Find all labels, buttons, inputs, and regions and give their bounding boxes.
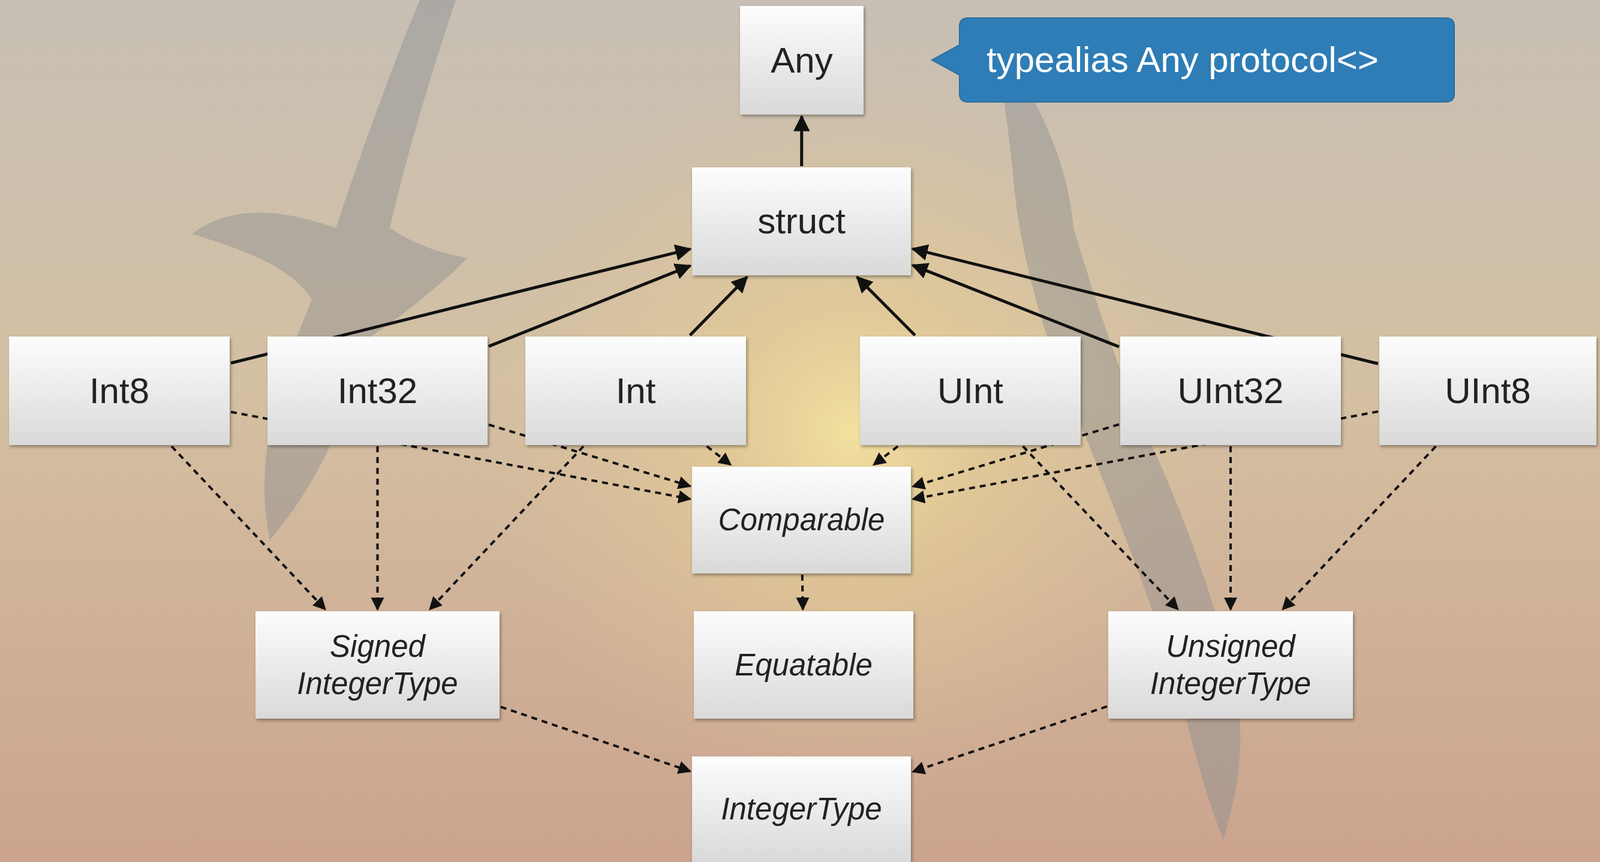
conformance-arrow: [912, 706, 1108, 772]
box-label: Unsigned IntegerType: [1108, 627, 1353, 702]
box-label: UInt: [937, 369, 1004, 413]
inheritance-arrow: [856, 277, 916, 336]
protocol-box: Equatable: [693, 611, 914, 719]
type-box: Int32: [267, 336, 488, 445]
root-type-box: Any: [740, 5, 864, 115]
box-label: struct: [757, 199, 846, 243]
protocol-box: Unsigned IntegerType: [1108, 611, 1353, 719]
type-box: Int8: [8, 336, 230, 445]
type-box: UInt32: [1120, 336, 1341, 445]
conformance-arrow: [707, 446, 732, 465]
box-label: Any: [770, 38, 833, 83]
inheritance-arrow: [800, 116, 803, 167]
box-label: UInt32: [1177, 369, 1284, 413]
box-label: IntegerType: [720, 790, 882, 827]
protocol-box: IntegerType: [692, 756, 911, 862]
type-box: Int: [525, 336, 747, 445]
box-label: UInt8: [1444, 369, 1531, 413]
type-box: UInt: [859, 336, 1081, 445]
callout-text: typealias Any protocol<>: [959, 38, 1379, 82]
kind-box: struct: [692, 167, 911, 276]
conformance-arrow: [1023, 446, 1178, 610]
conformance-arrow: [1229, 446, 1232, 610]
protocol-box: Comparable: [692, 466, 911, 574]
inheritance-arrow: [690, 277, 748, 336]
box-label: Comparable: [718, 501, 886, 538]
callout-bubble: typealias Any protocol<>: [959, 17, 1455, 102]
type-box: UInt8: [1379, 336, 1597, 445]
box-label: Int8: [89, 369, 150, 413]
conformance-arrow: [429, 446, 584, 610]
protocol-box: Signed IntegerType: [255, 611, 500, 719]
box-label: Signed IntegerType: [255, 627, 500, 702]
inheritance-arrow: [912, 265, 1120, 347]
box-label: Int: [615, 369, 657, 413]
box-label: Int32: [337, 369, 418, 413]
conformance-arrow: [171, 446, 326, 610]
conformance-arrow: [500, 706, 691, 772]
bird-silhouette: [191, 0, 1241, 840]
conformance-arrow: [873, 446, 899, 465]
conformance-arrow: [376, 446, 380, 610]
box-label: Equatable: [734, 646, 873, 684]
conformance-arrow: [801, 574, 805, 610]
inheritance-arrow: [488, 265, 691, 347]
conformance-arrow: [1282, 446, 1436, 610]
